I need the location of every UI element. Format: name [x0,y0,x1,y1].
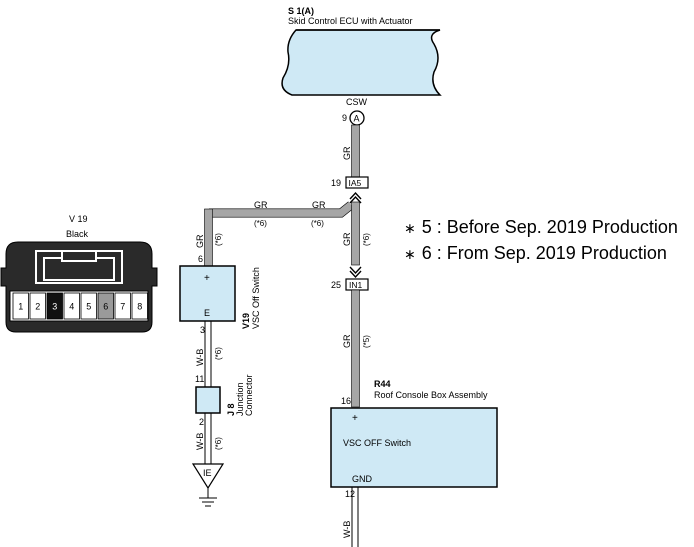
wire-label-gr-top: GR [342,146,352,160]
connector-pin-cell-5 [80,292,97,320]
j8-name-line2: Connector [244,374,254,416]
connector-pin-cell-4 [63,292,80,320]
j8-box [195,386,221,414]
connector-pin-label-6: 6 [103,302,108,312]
v19-name: VSC Off Switch [251,267,261,329]
ground-label: IE [203,468,212,478]
connector-pin-label-7: 7 [120,302,125,312]
connector-pin-cell-6 [97,292,114,320]
j8-ref: J 8 [226,403,236,416]
wire-note6-branch-left: (*6) [254,219,267,228]
svg-text:A: A [354,114,360,124]
wire-label-wb-v19-j8: W-B [195,349,205,366]
wire-label-gr-branch-right: GR [312,200,326,210]
wire-label-wb-j8-ie: W-B [195,433,205,450]
wire-label-gr-left-vertical: GR [195,234,205,248]
wire-ecu-to-ia5 [351,124,360,179]
wire-note6-v19-j8: (*6) [214,347,223,360]
r44-box [330,407,498,488]
j8-name-line1: Junction [235,382,245,416]
ecu-pin-9: 9 [342,113,347,123]
wire-ia5-to-in1 [351,201,360,266]
r44-gnd: GND [352,474,373,484]
v19-e: E [204,308,210,318]
connector-pin-label-4: 4 [69,302,74,312]
connector-pin-label-5: 5 [86,302,91,312]
wire-note5-in1-r44: (*5) [362,335,371,348]
v19-box [179,265,236,322]
ia5-label: IA5 [349,178,362,188]
ground-symbol [191,463,225,507]
connector-pin-label-2: 2 [35,302,40,312]
connector-pin-cell-3 [46,292,63,320]
ia5-chevron [349,191,362,200]
wire-note6-left-vertical: (*6) [214,233,223,246]
ecu-ref: S 1(A) [288,6,314,16]
wire-note6-j8-ie: (*6) [214,437,223,450]
connector-view-pins: 1 2 3 4 5 6 7 8 [12,292,148,320]
v19-ref: V19 [241,313,251,329]
r44-pin-bottom: 12 [345,489,355,499]
connector-view-color: Black [66,229,89,239]
r44-pin-top: 16 [341,396,351,406]
wire-branch-left [204,201,354,267]
wire-label-gr-branch-left: GR [254,200,268,210]
connector-pin-label-8: 8 [137,302,142,312]
connector-pin-cell-7 [114,292,131,320]
wire-r44-bottom [351,487,359,547]
note-star-5-symbol: ∗ [404,221,416,237]
in1-chevron [349,266,362,275]
note-star-5: ∗ 5 : Before Sep. 2019 Production [404,217,678,238]
connector-ia5 [345,176,369,189]
v19-pin-bottom: 3 [200,325,205,335]
wire-in1-to-r44 [351,289,360,408]
connector-pin-label-3: 3 [52,302,57,312]
note-star-5-text: 5 : Before Sep. 2019 Production [421,217,678,237]
r44-switch-label: VSC OFF Switch [343,438,411,448]
connector-view-title: V 19 [69,214,88,224]
ecu-box [281,29,442,96]
v19-plus: + [204,273,210,284]
r44-ref: R44 [374,379,391,389]
r44-plus: + [352,413,358,424]
r44-name: Roof Console Box Assembly [374,390,488,400]
in1-pin: 25 [331,280,341,290]
note-star-6: ∗ 6 : From Sep. 2019 Production [404,243,667,264]
note-star-6-text: 6 : From Sep. 2019 Production [421,243,667,263]
wire-v19-to-j8 [204,321,212,387]
wire-note6-ia5-in1: (*6) [362,233,371,246]
j8-pin-bottom: 2 [199,417,204,427]
connector-pin-cell-2 [29,292,46,320]
j8-pin-top: 11 [195,374,204,384]
v19-pin-top: 6 [198,254,203,264]
ecu-terminal-csw: CSW [346,97,368,107]
connector-pin-label-1: 1 [18,302,23,312]
wire-note6-branch-right: (*6) [311,219,324,228]
wire-label-gr-ia5-in1: GR [342,232,352,246]
ecu-pin-circle: A [349,110,365,126]
ecu-name: Skid Control ECU with Actuator [288,16,413,26]
note-star-6-symbol: ∗ [404,247,416,263]
connector-pin-cell-1 [12,292,29,320]
connector-pin-cell-8 [131,292,148,320]
in1-label: IN1 [349,280,363,290]
ia5-pin: 19 [331,178,341,188]
wire-label-wb-bottom: W-B [342,521,352,538]
wire-label-gr-in1-r44: GR [342,334,352,348]
wire-j8-to-ground [204,413,212,464]
